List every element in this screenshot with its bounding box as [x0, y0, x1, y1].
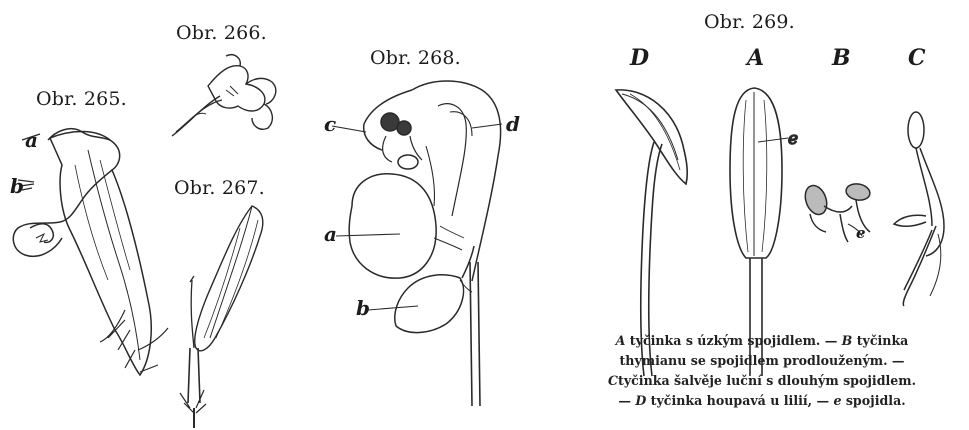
figure-269-title: Obr. 269. — [704, 11, 795, 33]
figure-267-title: Obr. 267. — [174, 177, 265, 199]
fig265-label-a: a — [25, 128, 38, 152]
caption-text-c: tyčinka šalvěje luční s dlouhým spojidle… — [618, 373, 916, 388]
figure-265-title: Obr. 265. — [36, 88, 127, 110]
caption-line-4: — D tyčinka houpavá u lilií, — e spojidl… — [556, 391, 968, 411]
fig265-label-b: b — [10, 174, 24, 198]
figure-269-c-stamen-drawing — [880, 106, 969, 306]
fig268-label-b: b — [356, 296, 370, 320]
caption-dash: — — [618, 393, 635, 408]
fig268-label-c: c — [324, 112, 336, 136]
panel-label-d: D — [630, 45, 649, 71]
caption-letter-b: B — [842, 333, 853, 348]
figure-269-caption: A tyčinka s úzkým spojidlem. — B tyčinka… — [556, 331, 968, 411]
caption-letter-a: A — [616, 333, 626, 348]
fig268-label-d: d — [506, 112, 520, 136]
caption-text-a: tyčinka s úzkým spojidlem. — — [625, 333, 841, 348]
figure-267-sepal-drawing — [170, 198, 280, 428]
fig269-b-marker-e: e — [856, 224, 866, 242]
fig268-label-a: a — [324, 222, 337, 246]
caption-text-e: spojidla. — [841, 393, 905, 408]
caption-letter-d: D — [635, 393, 646, 408]
caption-line-1: A tyčinka s úzkým spojidlem. — B tyčinka — [556, 331, 968, 351]
caption-line-3: Ctyčinka šalvěje luční s dlouhým spojidl… — [556, 371, 968, 391]
figure-266-flower-drawing — [168, 46, 298, 156]
panel-label-c: C — [908, 45, 926, 71]
figure-265-flower-drawing — [0, 110, 180, 430]
svg-text:e: e — [788, 129, 798, 149]
caption-text-d: tyčinka houpavá u lilií, — — [646, 393, 833, 408]
panel-label-a: A — [747, 45, 764, 71]
caption-line-2: thymianu se spojidlem prodlouženým. — — [556, 351, 968, 371]
caption-text-b: tyčinka — [852, 333, 908, 348]
figure-266-title: Obr. 266. — [176, 22, 267, 44]
panel-label-b: B — [832, 45, 851, 71]
caption-letter-c: C — [608, 373, 618, 388]
